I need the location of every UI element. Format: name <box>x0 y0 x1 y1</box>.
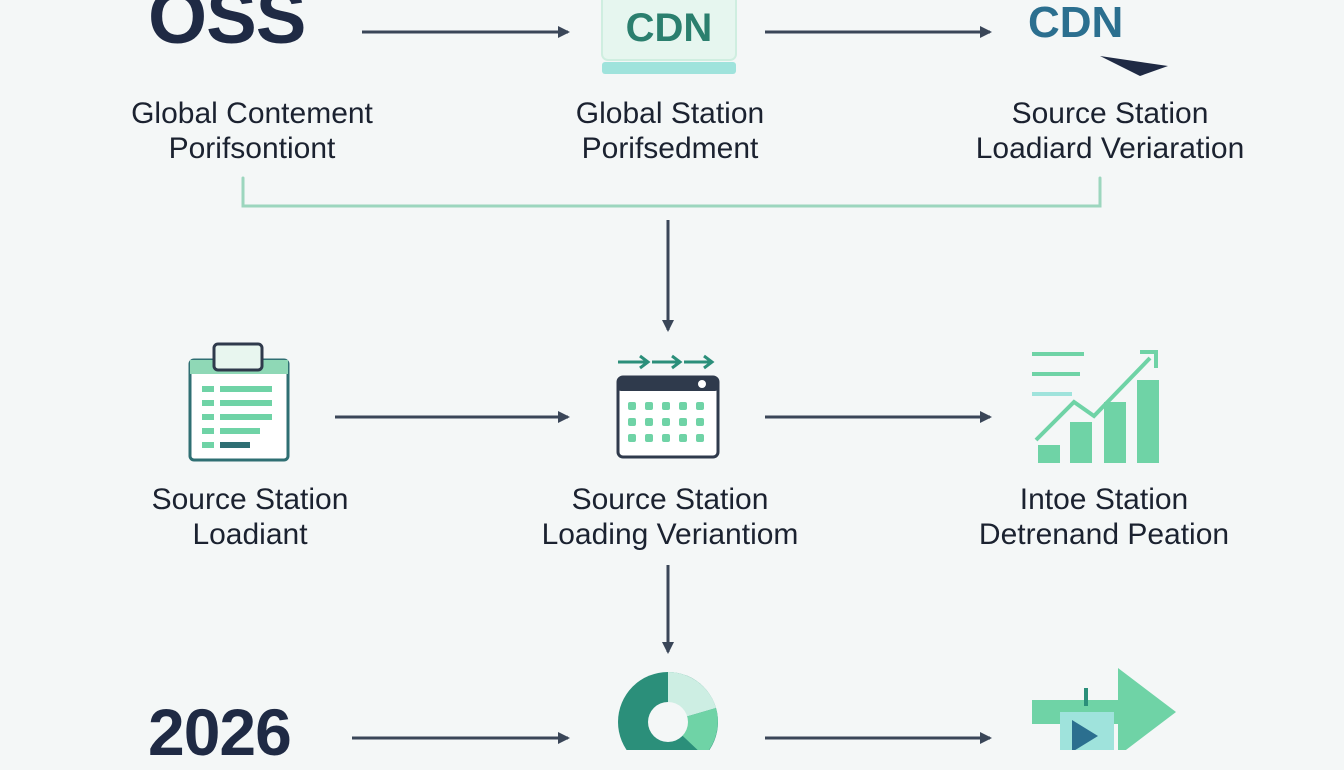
forward-arrow-icon <box>1032 668 1176 750</box>
cdn-box-caption: Global Station Porifsedment <box>520 96 820 166</box>
oss-caption-line2: Porifsontiont <box>168 132 336 165</box>
calendar-day-dot <box>696 402 704 410</box>
calendar-day-dot <box>696 418 704 426</box>
growth-caption-line1: Intoe Station <box>1019 483 1189 516</box>
flow-diagram <box>188 0 1176 750</box>
calendar-day-dot <box>645 418 653 426</box>
cdn-plain-title: CDN <box>1028 0 1124 47</box>
oss-title: OSS <box>148 0 306 60</box>
cdn-plain-caption-line1: Source Station <box>1011 97 1209 130</box>
calendar-day-dot <box>628 402 636 410</box>
calendar-day-dot <box>662 418 670 426</box>
calendar-dots <box>628 402 704 442</box>
form-caption-line1: Source Station <box>151 483 349 516</box>
calendar-day-dot <box>662 402 670 410</box>
calendar-day-dot <box>679 402 687 410</box>
calendar-day-dot <box>696 434 704 442</box>
cdn-plain-caption-line2: Loadiard Veriaration <box>975 132 1245 165</box>
oss-caption: Global Contement Porifsontiont <box>102 96 402 166</box>
calendar-icon <box>616 354 720 459</box>
calendar-day-dot <box>628 418 636 426</box>
calendar-caption-line2: Loading Veriantiom <box>541 518 799 551</box>
growth-caption-line2: Detrenand Peation <box>978 518 1230 551</box>
growth-caption: Intoe Station Detrenand Peation <box>944 482 1264 552</box>
growth-chart-icon <box>1032 350 1159 463</box>
cdn-box-caption-line1: Global Station <box>575 97 765 130</box>
calendar-day-dot <box>645 434 653 442</box>
oss-caption-line1: Global Contement <box>131 97 373 130</box>
form-caption-line2: Loadiant <box>192 518 308 551</box>
group-bracket <box>241 176 1102 208</box>
calendar-day-dot <box>679 418 687 426</box>
calendar-caption-line1: Source Station <box>571 483 769 516</box>
cdn-box-icon <box>601 0 737 74</box>
form-caption: Source Station Loadiant <box>100 482 400 552</box>
cdn-plain-caption: Source Station Loadiard Veriaration <box>950 96 1270 166</box>
form-icon <box>188 342 290 462</box>
calendar-day-dot <box>662 434 670 442</box>
calendar-day-dot <box>645 402 653 410</box>
year-title: 2026 <box>148 695 292 769</box>
pie-chart-icon <box>618 672 718 750</box>
calendar-day-dot <box>679 434 687 442</box>
cdn-tail-icon <box>1100 56 1168 76</box>
calendar-day-dot <box>628 434 636 442</box>
cdn-box-caption-line2: Porifsedment <box>581 132 759 165</box>
cdn-box-title: CDN <box>625 6 713 50</box>
calendar-caption: Source Station Loading Veriantiom <box>510 482 830 552</box>
